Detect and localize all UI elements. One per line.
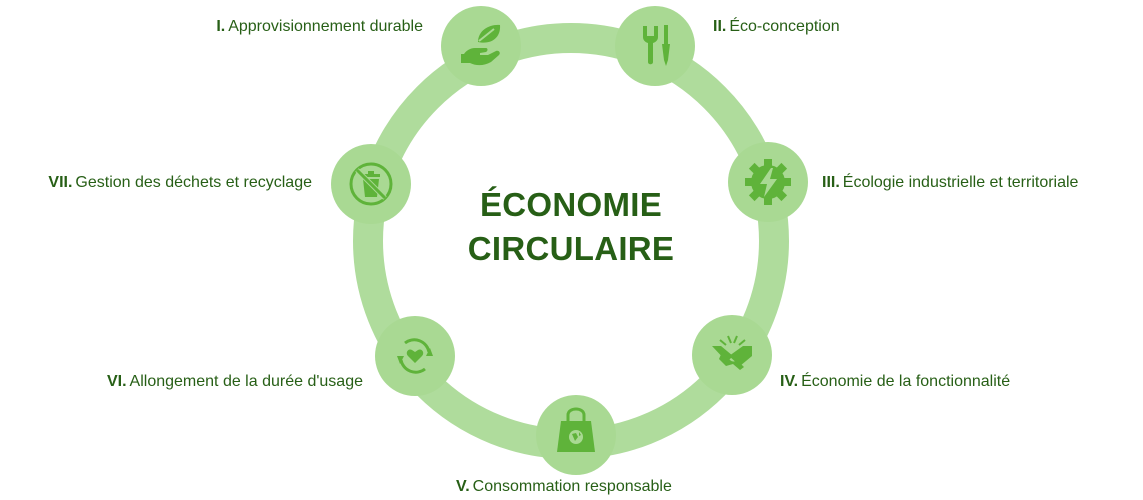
heart-cycle-icon xyxy=(397,338,433,374)
pillar-node-2 xyxy=(615,6,695,86)
pillar-label-5: V.Consommation responsable xyxy=(456,477,672,497)
center-title-line2: CIRCULAIRE xyxy=(467,230,675,267)
pillar-number: IV. xyxy=(780,373,799,390)
pillar-label-3: III.Écologie industrielle et territorial… xyxy=(822,173,1078,193)
pillar-text: Gestion des déchets et recyclage xyxy=(75,174,312,191)
pillar-text: Écologie industrielle et territoriale xyxy=(842,174,1079,191)
handshake-icon xyxy=(712,335,752,370)
pillar-number: VI. xyxy=(106,373,127,390)
shopping-bag-icon xyxy=(557,407,595,452)
center-title-line1: ÉCONOMIE xyxy=(479,186,663,223)
pillar-label-6: VI.Allongement de la durée d'usage xyxy=(107,372,363,392)
pillar-number: VII. xyxy=(48,174,73,191)
center-title: ÉCONOMIE CIRCULAIRE xyxy=(421,183,721,271)
pillar-text: Allongement de la durée d'usage xyxy=(129,373,363,390)
pillar-number: V. xyxy=(456,478,470,495)
pillar-node-3 xyxy=(728,142,808,222)
pillar-node-6 xyxy=(375,316,455,396)
pillar-text: Approvisionnement durable xyxy=(228,18,423,35)
pillar-node-5 xyxy=(536,395,616,475)
pillar-label-2: II.Éco-conception xyxy=(713,17,840,37)
pillar-number: II. xyxy=(713,18,727,35)
pillar-node-7 xyxy=(331,144,411,224)
tools-icon xyxy=(643,25,670,66)
pillar-label-4: IV.Économie de la fonctionnalité xyxy=(780,372,1010,392)
pillar-label-1: I.Approvisionnement durable xyxy=(216,17,423,37)
no-trash-icon xyxy=(349,162,393,206)
pillar-node-1 xyxy=(441,6,521,86)
gear-lightning-icon xyxy=(745,159,791,205)
pillar-label-7: VII.Gestion des déchets et recyclage xyxy=(48,173,312,193)
pillar-text: Économie de la fonctionnalité xyxy=(801,373,1011,390)
pillar-number: III. xyxy=(822,174,840,191)
pillar-text: Consommation responsable xyxy=(472,478,672,495)
pillar-node-4 xyxy=(692,315,772,395)
pillar-number: I. xyxy=(216,18,226,35)
leaf-hand-icon xyxy=(461,24,501,66)
pillar-text: Éco-conception xyxy=(729,18,840,35)
